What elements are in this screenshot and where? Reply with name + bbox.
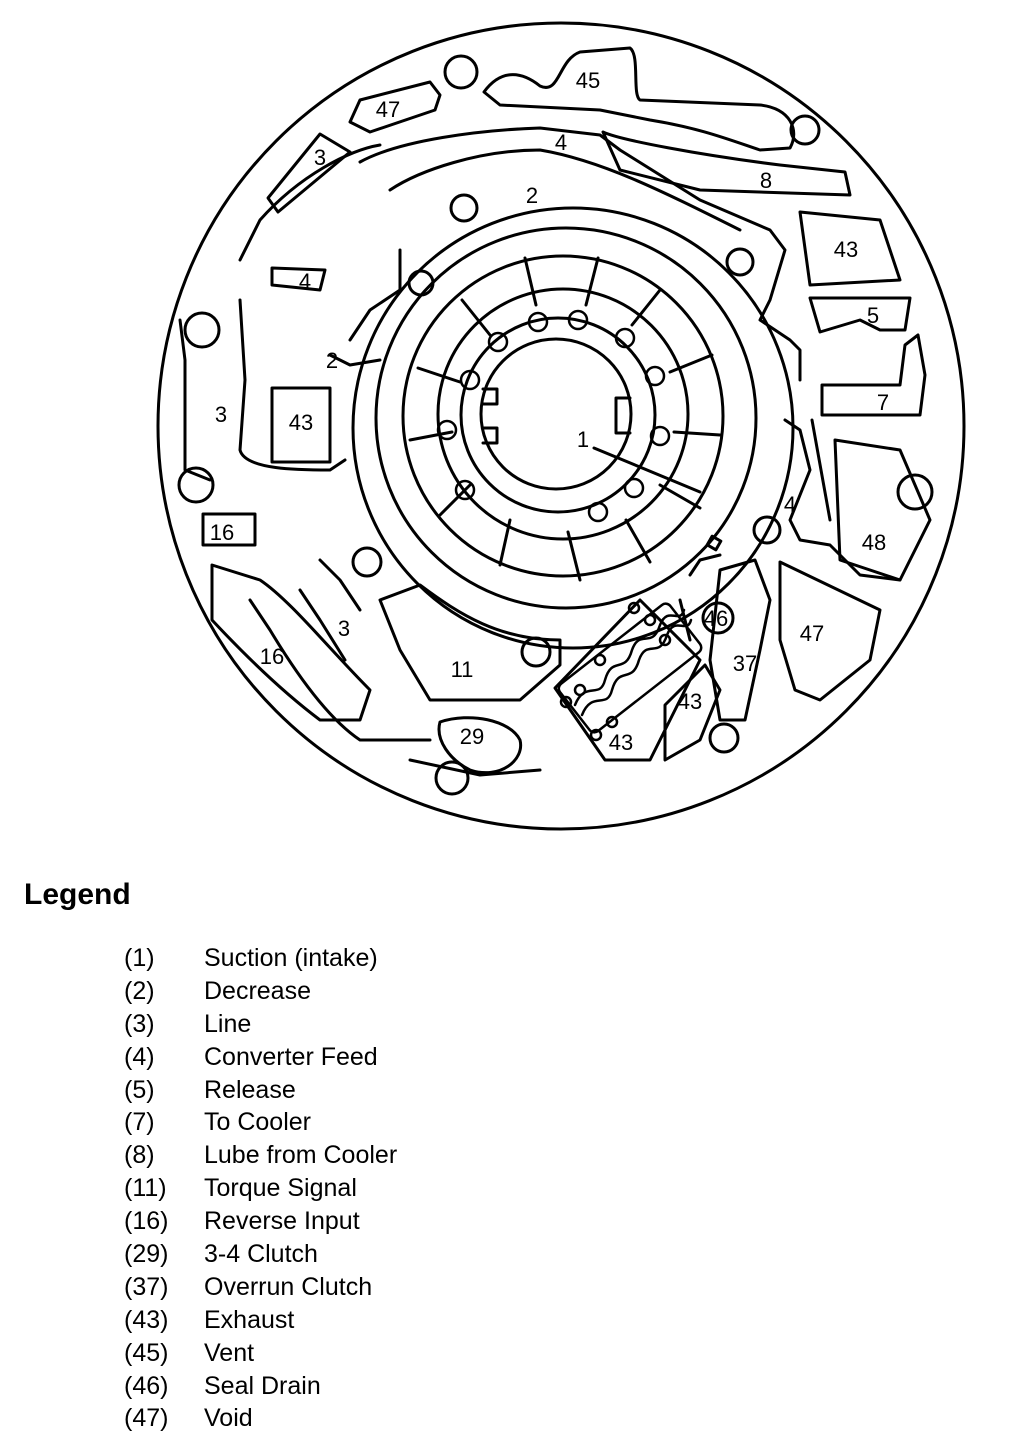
legend-number: (29) bbox=[124, 1239, 169, 1268]
legend-number: (11) bbox=[124, 1174, 167, 1203]
legend-number: (46) bbox=[124, 1371, 169, 1400]
legend-number: (8) bbox=[124, 1141, 155, 1170]
passage-label-3: 3 bbox=[215, 402, 227, 427]
legend-item: (4) Converter Feed bbox=[124, 1041, 397, 1074]
pump-gear bbox=[459, 316, 657, 514]
passage-label-46: 46 bbox=[704, 606, 728, 631]
legend-number: (3) bbox=[124, 1009, 155, 1038]
legend-item: (45) Vent bbox=[124, 1337, 397, 1370]
seal-drain-port bbox=[701, 601, 735, 635]
passage-label-7: 7 bbox=[877, 390, 889, 415]
legend-number: (16) bbox=[124, 1207, 169, 1236]
legend-number: (2) bbox=[124, 976, 155, 1005]
passage-label-16: 16 bbox=[260, 644, 284, 669]
pump-hub bbox=[479, 337, 633, 491]
passage-label-43: 43 bbox=[609, 730, 633, 755]
passage-label-11: 11 bbox=[451, 657, 474, 682]
legend-list: (1)Suction (intake) (2)Decrease (3)Line … bbox=[124, 942, 397, 1435]
legend-description: Reverse Input bbox=[204, 1207, 360, 1236]
legend-description: 3-4 Clutch bbox=[204, 1239, 318, 1268]
suction-marker bbox=[705, 534, 723, 552]
legend-description: Converter Feed bbox=[204, 1042, 378, 1071]
pump-ring bbox=[374, 226, 758, 610]
legend-item: (5) Release bbox=[124, 1074, 397, 1107]
legend-item: (43) Exhaust bbox=[124, 1304, 397, 1337]
legend-description: Decrease bbox=[204, 976, 311, 1005]
legend-number: (45) bbox=[124, 1338, 169, 1367]
passage-label-47: 47 bbox=[800, 621, 824, 646]
passage-label-48: 48 bbox=[862, 530, 886, 555]
legend-item: (46) Seal Drain bbox=[124, 1370, 397, 1403]
legend-number: (47) bbox=[124, 1404, 169, 1433]
legend-description: Overrun Clutch bbox=[204, 1272, 373, 1301]
passage-label-45: 45 bbox=[576, 68, 600, 93]
legend-number: (5) bbox=[124, 1075, 155, 1104]
legend-item: (1) Suction (intake) bbox=[124, 942, 397, 975]
legend-item: (47) Void bbox=[124, 1402, 397, 1435]
passage-label-16: 16 bbox=[210, 520, 234, 545]
legend-description: Void bbox=[204, 1404, 253, 1433]
suction-leader bbox=[592, 446, 702, 494]
passage-label-37: 37 bbox=[733, 651, 757, 676]
passage-label-2: 2 bbox=[326, 348, 338, 373]
legend-description: Exhaust bbox=[204, 1305, 295, 1334]
pump-rotor-inner bbox=[436, 287, 690, 541]
rotor-vanes bbox=[408, 256, 722, 582]
passage-label-43: 43 bbox=[678, 689, 702, 714]
legend-description: Vent bbox=[204, 1338, 255, 1367]
hub-key-right bbox=[614, 396, 632, 435]
legend-description: Release bbox=[204, 1075, 296, 1104]
legend-item: (2) Decrease bbox=[124, 975, 397, 1008]
legend-item: (16) Reverse Input bbox=[124, 1205, 397, 1238]
legend-number: (43) bbox=[124, 1305, 169, 1334]
passage-label-43: 43 bbox=[289, 410, 313, 435]
passage-outlines bbox=[178, 46, 932, 777]
passage-label-2: 2 bbox=[526, 183, 538, 208]
bolt-holes bbox=[177, 54, 934, 796]
passage-label-8: 8 bbox=[760, 168, 772, 193]
passage-label-4: 4 bbox=[555, 130, 567, 155]
legend-description: Torque Signal bbox=[204, 1174, 357, 1203]
legend-item: (8) Lube from Cooler bbox=[124, 1139, 397, 1172]
relief-valve-spring bbox=[557, 601, 703, 742]
passage-label-1: 1 bbox=[577, 427, 589, 452]
legend-number: (7) bbox=[124, 1108, 155, 1137]
legend-item: (29) 3-4 Clutch bbox=[124, 1238, 397, 1271]
legend-description: To Cooler bbox=[204, 1108, 311, 1137]
hub-key-left bbox=[481, 387, 499, 445]
legend-number: (4) bbox=[124, 1042, 155, 1071]
legend-number: (37) bbox=[124, 1272, 169, 1301]
passage-label-5: 5 bbox=[867, 303, 879, 328]
passage-label-3: 3 bbox=[314, 145, 326, 170]
pump-body-outline bbox=[156, 21, 966, 831]
legend-number: (1) bbox=[124, 943, 155, 972]
passage-label-4: 4 bbox=[299, 269, 311, 294]
legend-item: (7) To Cooler bbox=[124, 1106, 397, 1139]
legend-item: (11) Torque Signal bbox=[124, 1172, 397, 1205]
pump-outer-ring bbox=[351, 206, 795, 650]
legend-item: (37) Overrun Clutch bbox=[124, 1271, 397, 1304]
legend-description: Seal Drain bbox=[204, 1371, 321, 1400]
legend-item: (3) Line bbox=[124, 1008, 397, 1041]
passage-label-29: 29 bbox=[460, 724, 484, 749]
legend-description: Line bbox=[204, 1009, 252, 1038]
legend-title: Legend bbox=[24, 878, 131, 911]
legend-description: Suction (intake) bbox=[204, 943, 378, 972]
rotor-pockets bbox=[436, 309, 671, 523]
passage-label-47: 47 bbox=[376, 97, 400, 122]
passage-label-3: 3 bbox=[338, 616, 350, 641]
pump-rotor-outer bbox=[401, 254, 725, 578]
passage-label-4: 4 bbox=[784, 492, 796, 517]
passage-label-43: 43 bbox=[834, 237, 858, 262]
pump-body-diagram: 45 47 4 3 2 8 43 4 5 2 3 43 7 1 4 16 48 … bbox=[156, 21, 966, 831]
legend-description: Lube from Cooler bbox=[204, 1141, 398, 1170]
